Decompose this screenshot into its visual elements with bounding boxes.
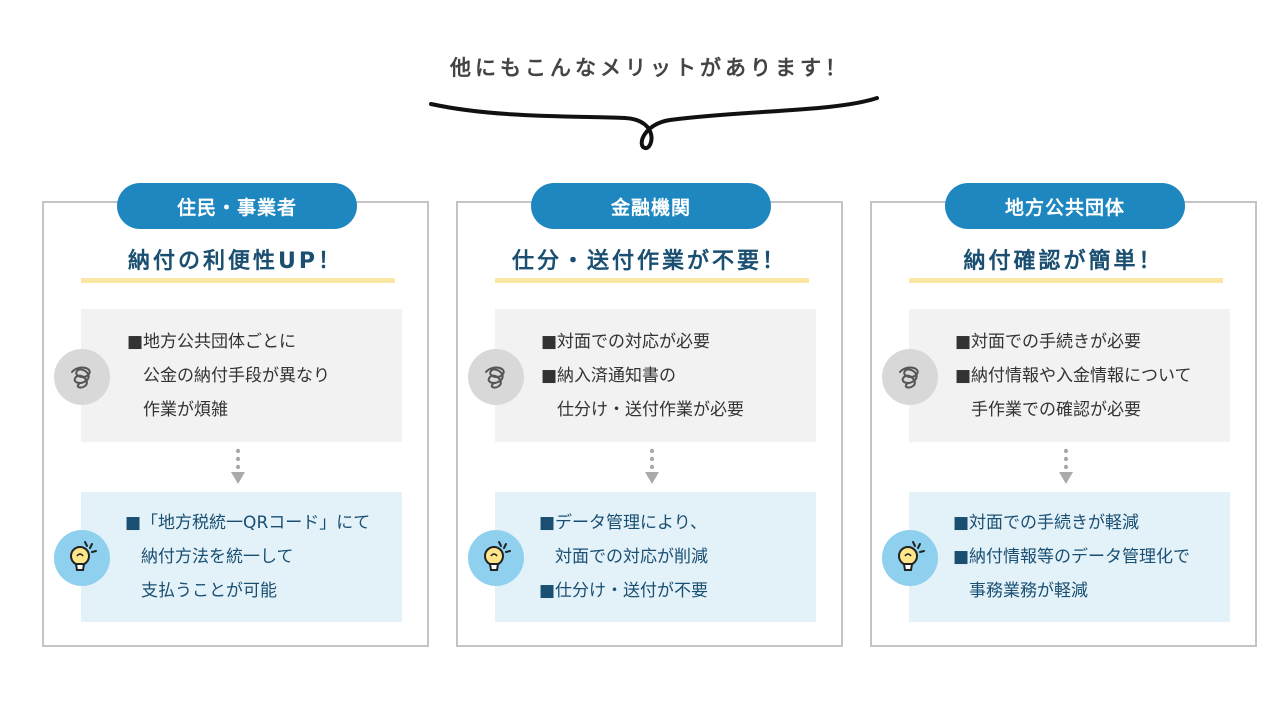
subtitle-underline [81,278,395,283]
problem-box: ■地方公共団体ごとに 公金の納付手段が異なり 作業が煩雑 [54,309,402,442]
card-subtitle: 仕分・送付作業が不要！ [511,249,787,274]
lightbulb-icon [54,530,110,586]
card-tag: 地方公共団体 [945,183,1185,229]
benefit-line: 対面での対応が削減 [555,547,708,567]
problem-line: 仕分け・送付作業が必要 [557,400,744,420]
benefit-line: ■対面での手続きが軽減 [953,513,1140,533]
card-subtitle: 納付確認が簡単！ [963,249,1164,274]
subtitle-underline [495,278,809,283]
benefit-line: 支払うことが可能 [141,581,277,601]
tangled-scribble-icon [882,349,938,405]
lightbulb-icon [882,530,938,586]
benefit-box: ■対面での手続きが軽減 ■納付情報等のデータ管理化で 事務業務が軽減 [882,492,1230,622]
benefit-line: ■「地方税統一QRコード」にて [125,513,371,533]
card-financial-institutions: 金融機関 仕分・送付作業が不要！ ■対面での対応が必要 ■納入済通知書の 仕分け… [456,183,843,647]
benefit-box: ■データ管理により、 対面での対応が削減 ■仕分け・送付が不要 [468,492,816,622]
lightbulb-icon [468,530,524,586]
problem-box: ■対面での対応が必要 ■納入済通知書の 仕分け・送付作業が必要 [468,309,816,442]
dotted-down-arrow-icon [645,448,659,484]
card-residents: 住民・事業者 納付の利便性UP！ ■地方公共団体ごとに 公金の納付手段が異なり … [42,183,429,647]
problem-line: ■地方公共団体ごとに [127,332,297,352]
tangled-scribble-icon [468,349,524,405]
headline: 他にもこんなメリットがあります！ [450,56,850,80]
card-tag: 金融機関 [531,183,771,229]
card-tag: 住民・事業者 [117,183,357,229]
dotted-down-arrow-icon [1059,448,1073,484]
problem-line: 作業が煩雑 [143,400,228,420]
benefit-line: ■納付情報等のデータ管理化で [953,547,1191,567]
swoosh-divider-icon [429,96,879,150]
problem-line: ■納付情報や入金情報について [955,366,1192,386]
problem-line: ■対面での対応が必要 [541,332,711,352]
problem-line: ■対面での手続きが必要 [955,332,1142,352]
benefit-line: 事務業務が軽減 [969,581,1088,601]
problem-box: ■対面での手続きが必要 ■納付情報や入金情報について 手作業での確認が必要 [882,309,1230,442]
problem-line: 公金の納付手段が異なり [143,366,330,386]
problem-line: ■納入済通知書の [541,366,677,386]
card-subtitle: 納付の利便性UP！ [128,249,343,274]
benefit-line: 納付方法を統一して [141,547,294,567]
benefit-line: ■仕分け・送付が不要 [539,581,709,601]
tangled-scribble-icon [54,349,110,405]
benefit-line: ■データ管理により、 [539,513,708,533]
subtitle-underline [909,278,1223,283]
benefit-box: ■「地方税統一QRコード」にて 納付方法を統一して 支払うことが可能 [54,492,402,622]
card-local-governments: 地方公共団体 納付確認が簡単！ ■対面での手続きが必要 ■納付情報や入金情報につ… [870,183,1257,647]
problem-line: 手作業での確認が必要 [971,400,1141,420]
dotted-down-arrow-icon [231,448,245,484]
